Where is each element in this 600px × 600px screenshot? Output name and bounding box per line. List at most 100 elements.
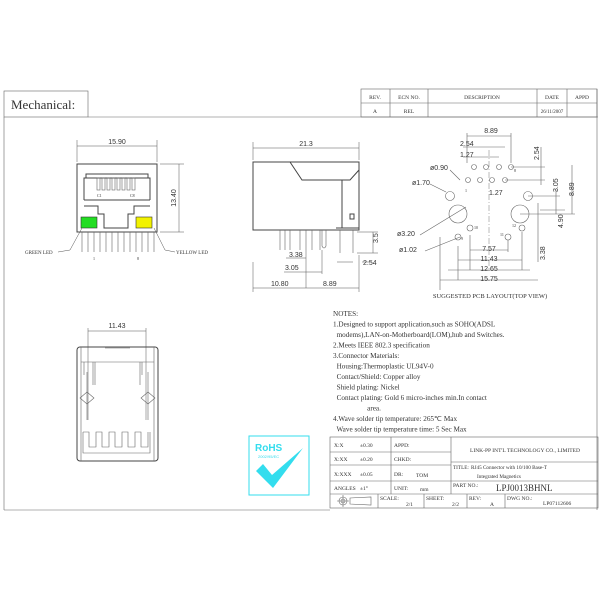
tol-angles-value: ±1° — [360, 485, 368, 492]
pcb-dim-8-89-right: 8.89 — [569, 182, 576, 196]
green-led — [80, 216, 98, 229]
pcb-dim-8-89-top: 8.89 — [484, 128, 498, 135]
bottom-width-dim: 11.43 — [109, 323, 126, 330]
description-header: DESCRIPTION — [464, 95, 500, 101]
pcb-dim-15-75: 15.75 — [480, 276, 498, 283]
dwg-label: DWG NO.: — [507, 496, 533, 502]
pcb-dim-d1-70: ø1.70 — [412, 180, 430, 187]
notes-title: NOTES: — [333, 310, 358, 318]
title-label: TITLE: — [453, 465, 469, 471]
tol-x-label: X:X — [334, 443, 344, 449]
rohs-sub: 2002/95/EC — [258, 454, 279, 459]
green-led-label: GREEN LED — [25, 251, 53, 256]
pcb-dim-d0-90: ø0.90 — [430, 165, 448, 172]
pcb-pin-10: 10 — [474, 225, 478, 230]
tol-xx-value: ±0.20 — [360, 457, 373, 463]
pcb-dim-1-27-top: 1.27 — [460, 152, 474, 159]
ecn-header: ECN NO. — [398, 95, 420, 101]
side-dim-8-89: 8.89 — [323, 281, 337, 288]
title-line-2: Integrated Magnetics — [477, 474, 521, 480]
note-line: Contact plating: Gold 6 micro-inches min… — [333, 394, 487, 402]
rev-header: REV. — [369, 95, 381, 101]
yellow-led-label: YELLOW LED — [176, 251, 208, 256]
rev-value-tb: A — [490, 502, 494, 508]
company-name: LINK-PP INT'L TECHNOLOGY CO., LIMITED — [470, 448, 580, 454]
note-line: Contact/Shield: Copper alloy — [333, 373, 421, 381]
scale-value: 2/1 — [406, 502, 413, 508]
side-dim-10-80: 10.80 — [271, 281, 289, 288]
front-width-dim: 15.90 — [108, 139, 126, 146]
note-line: area. — [333, 405, 381, 413]
rev-label: REV: — [469, 496, 482, 502]
title-block: X:X ±0.30 X:XX ±0.20 X:XXX ±0.05 ANGLES … — [329, 436, 599, 509]
page-title: Mechanical: — [11, 97, 75, 112]
rev-value: A — [373, 109, 377, 115]
ecn-value: REL — [404, 109, 415, 115]
bottom-view: 11.43 — [76, 323, 159, 462]
notes: NOTES: 1.Designed to support application… — [333, 310, 505, 434]
pcb-dim-4-90: 4.90 — [558, 214, 565, 228]
note-line: modems),LAN-on-Motherboard(LOM),hub and … — [333, 331, 505, 339]
side-dim-3-05: 3.05 — [285, 265, 299, 272]
pin-8-label: 8 — [137, 256, 139, 261]
side-length-dim: 21.3 — [299, 141, 313, 148]
note-line: Shield plating: Nickel — [333, 384, 400, 392]
appd-header: APPD — [575, 95, 589, 101]
side-dim-3-5: 3.5 — [373, 233, 380, 243]
rohs-logo: RoHS 2002/95/EC — [248, 435, 310, 496]
front-view: 15.90 13.40 C1 C8 GREEN LED YELLOW LED 1… — [25, 139, 208, 261]
note-line: 2.Meets IEEE 802.3 specification — [333, 342, 430, 350]
side-dim-2-54: 2.54 — [363, 260, 377, 267]
note-line: Wave solder tip temperature time: 5 Sec … — [333, 426, 467, 434]
unit-value: mm — [420, 487, 429, 493]
tol-angles-label: ANGLES — [334, 486, 356, 492]
pcb-dim-3-38: 3.38 — [540, 246, 547, 260]
date-header: DATE — [545, 95, 560, 101]
revision-table: REV. ECN NO. DESCRIPTION DATE APPD A REL… — [360, 88, 598, 118]
contact-c8: C8 — [130, 193, 135, 198]
tol-xx-label: X:XX — [334, 457, 347, 463]
pin-1-label: 1 — [93, 256, 95, 261]
yellow-led — [135, 216, 153, 229]
pcb-dim-7-57: 7.57 — [482, 246, 496, 253]
tol-xxx-label: X:XXX — [334, 472, 351, 478]
sheet-value: 2/2 — [452, 502, 459, 508]
dr-value: TOM — [416, 473, 428, 479]
sheet-label: SHEET: — [426, 496, 445, 502]
pcb-dim-12-65: 12.65 — [480, 266, 498, 273]
tol-xxx-value: ±0.05 — [360, 472, 373, 478]
title-line-1: RJ45 Connector with 10/100 Base-T — [471, 465, 548, 471]
front-height-dim: 13.40 — [171, 189, 178, 207]
dwg-no: LP07112606 — [543, 501, 571, 507]
pcb-dim-11-43: 11.43 — [481, 256, 498, 263]
note-line: 1.Designed to support application,such a… — [333, 321, 495, 329]
pcb-caption: SUGGESTED PCB LAYOUT(TOP VIEW) — [433, 293, 547, 300]
dr-label: DR: — [394, 472, 404, 478]
pcb-pin-1: 1 — [465, 188, 467, 193]
tol-x-value: ±0.30 — [360, 443, 373, 449]
note-line: Housing:Thermoplastic UL94V-0 — [333, 363, 434, 371]
pcb-pin-8: 8 — [514, 168, 516, 173]
side-view: 21.3 3.5 2.54 3.38 3.05 10.80 8.89 — [252, 141, 380, 292]
note-line: 3.Connector Materials: — [333, 352, 399, 360]
pcb-dim-3-05: 3.05 — [553, 178, 560, 192]
rohs-label: RoHS — [255, 443, 283, 454]
checkmark-icon — [256, 448, 303, 488]
scale-label: SCALE: — [380, 496, 399, 502]
chkd-label: CHKD: — [394, 457, 412, 463]
date-value: 26/11/2007 — [541, 110, 564, 115]
pcb-dim-2-54-right: 2.54 — [534, 146, 541, 160]
unit-label: UNIT: — [394, 486, 409, 492]
part-no: LPJ0013BHNL — [496, 483, 553, 493]
contact-c1: C1 — [97, 193, 102, 198]
appd-label: APPD: — [394, 443, 410, 449]
projection-symbol-icon — [337, 495, 372, 507]
pcb-dim-d1-02: ø1.02 — [399, 247, 417, 254]
side-dim-3-38: 3.38 — [289, 252, 303, 259]
part-no-label: PART NO.: — [453, 483, 479, 489]
pcb-pin-9: 9 — [461, 236, 463, 241]
pcb-pin-12: 12 — [512, 223, 516, 228]
pcb-dim-2-54-top: 2.54 — [460, 141, 474, 148]
note-line: 4.Wave solder tip temperature: 265℃ Max — [333, 415, 457, 423]
